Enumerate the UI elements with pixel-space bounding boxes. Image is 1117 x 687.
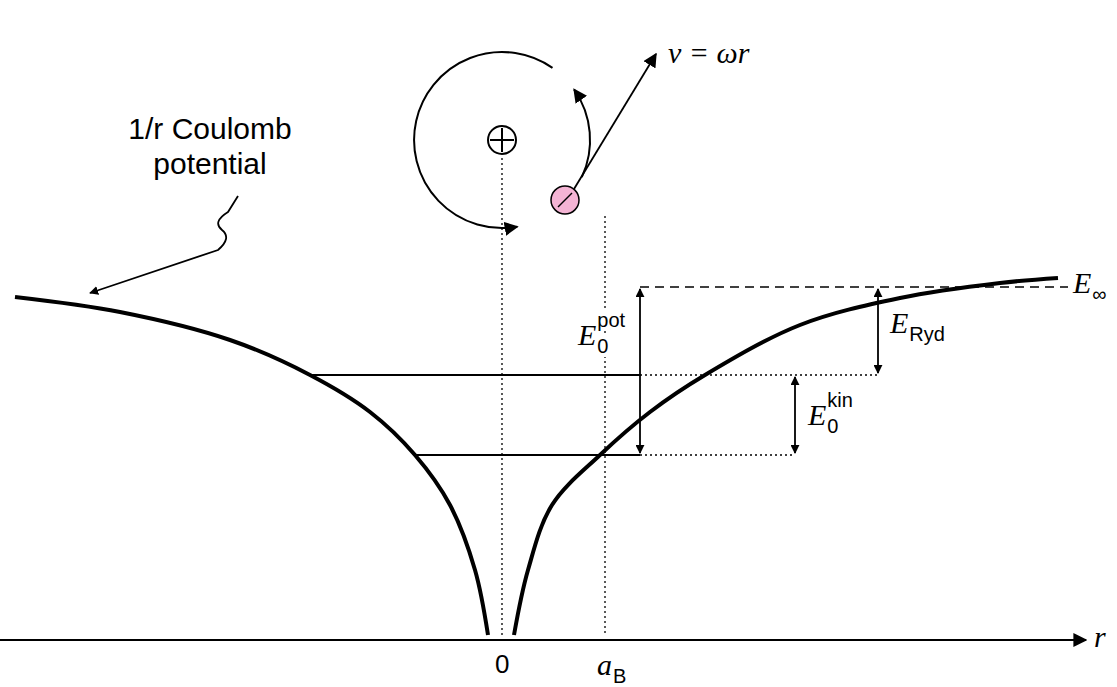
ionisation-level xyxy=(640,286,1068,288)
ground-level xyxy=(415,454,640,456)
nucleus-plus xyxy=(501,128,503,152)
electron-symbol xyxy=(551,186,579,214)
kinetic-energy-arrow xyxy=(794,377,796,453)
orbit-arc xyxy=(414,52,552,228)
subscript: B xyxy=(613,665,626,687)
subscript: 0 xyxy=(827,415,838,437)
coulomb-curve xyxy=(15,297,488,635)
subscript: 0 xyxy=(597,335,608,357)
leader-line xyxy=(90,196,238,293)
origin-guide xyxy=(501,158,502,636)
ground-level-guide xyxy=(640,454,795,455)
axis-tick-label: a xyxy=(597,648,612,681)
bohr-radius-guide xyxy=(604,216,605,636)
coulomb-curve xyxy=(514,278,1058,635)
upper-level xyxy=(310,374,640,376)
axis-tick-label: 0 xyxy=(495,650,509,679)
subscript: ∞ xyxy=(1092,283,1106,305)
subscript: Ryd xyxy=(909,323,945,345)
energy-symbol: E xyxy=(578,318,596,351)
curve-label: 1/r Coulomb potential xyxy=(110,112,310,181)
velocity-arrow xyxy=(574,54,656,189)
potential-energy-arrow xyxy=(639,289,641,453)
superscript: pot xyxy=(597,309,625,331)
orbit-arrow xyxy=(574,90,590,178)
upper-level-guide xyxy=(640,374,880,375)
electron-minus xyxy=(558,193,572,207)
energy-symbol: E xyxy=(890,306,908,339)
velocity-label: v = ωr xyxy=(668,36,749,69)
superscript: kin xyxy=(827,389,853,411)
energy-symbol: E xyxy=(1073,266,1091,299)
r-axis xyxy=(0,639,1086,641)
nucleus-symbol xyxy=(488,126,516,154)
axis-label: r xyxy=(1094,620,1106,653)
energy-symbol: E xyxy=(808,398,826,431)
